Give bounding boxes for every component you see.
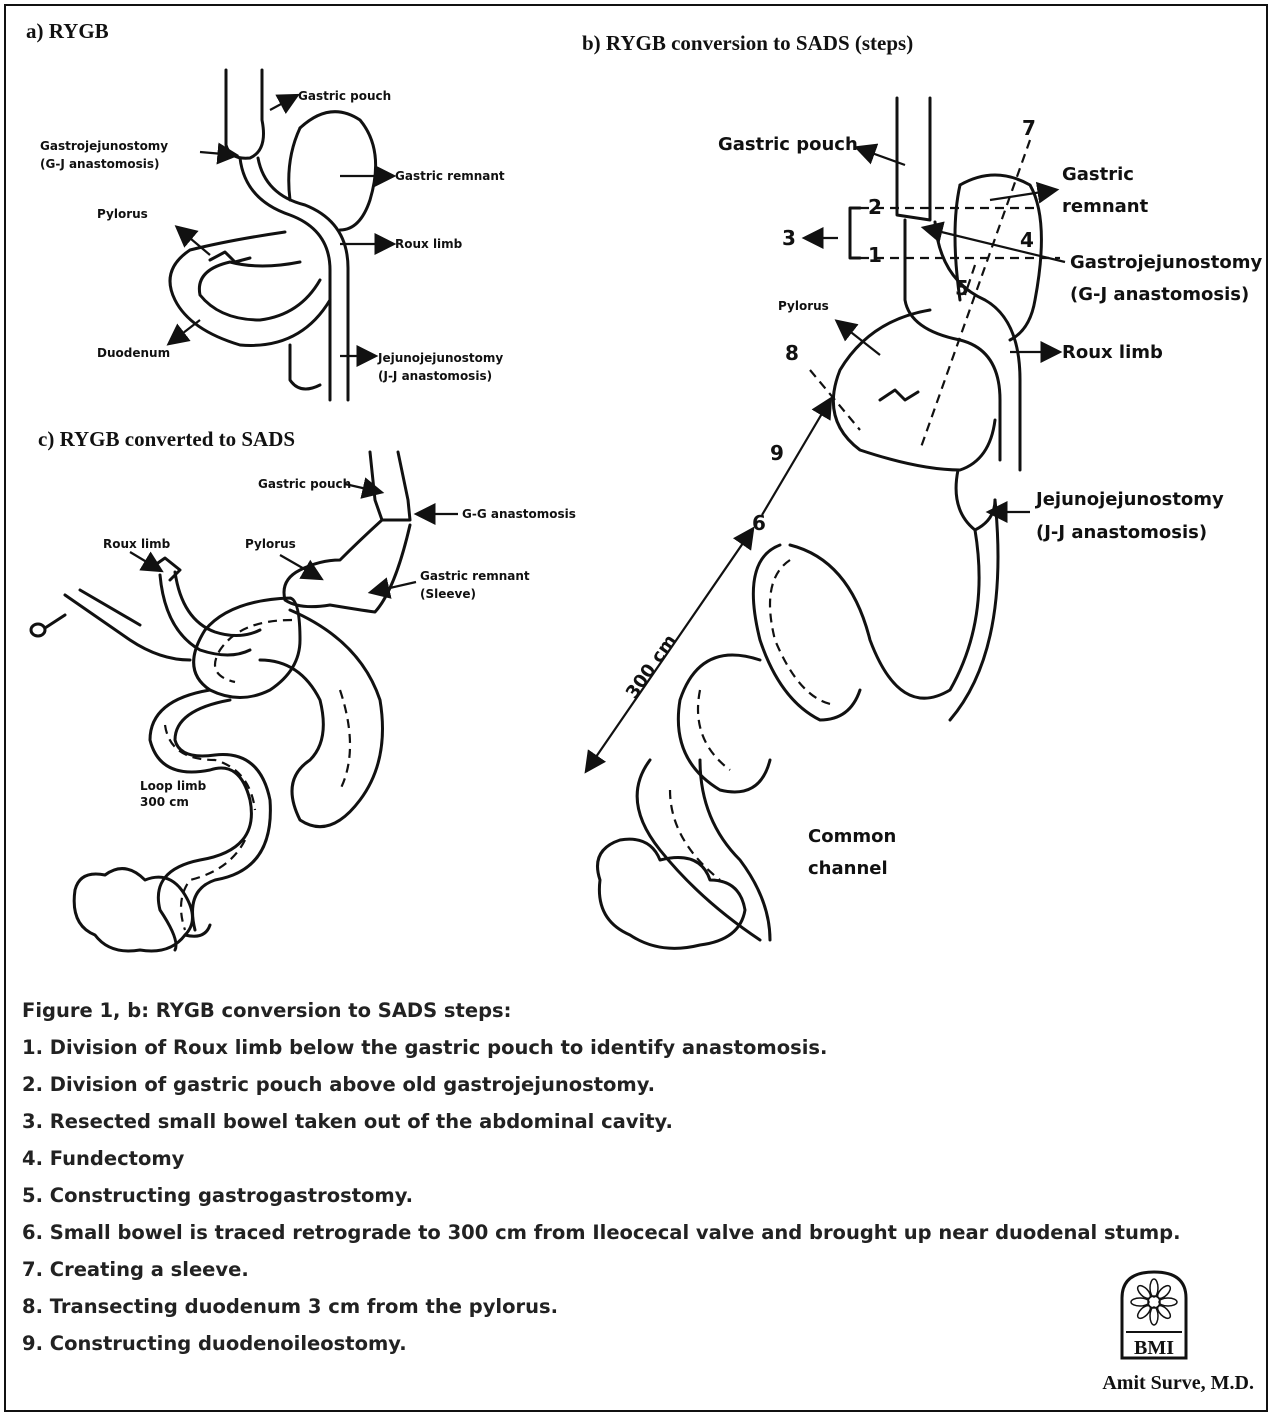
b-jj-anastomosis-label: (J-J anastomosis) (1036, 522, 1207, 543)
panel-b: b) RYGB conversion to SADS (steps) (582, 31, 1262, 948)
c-loop-length-label: 300 cm (140, 795, 189, 809)
b-channel-label: channel (808, 858, 888, 879)
b-remnant-label: remnant (1062, 196, 1149, 217)
c-gg-anastomosis-label: G-G anastomosis (462, 507, 576, 521)
step-item: 7. Creating a sleeve. (22, 1251, 1262, 1288)
a-gastrojejunostomy-label: Gastrojejunostomy (40, 139, 168, 153)
b-gj-anastomosis-label: (G-J anastomosis) (1070, 284, 1249, 305)
a-gastric-pouch-label: Gastric pouch (298, 89, 391, 103)
step-item: 8. Transecting duodenum 3 cm from the py… (22, 1288, 1262, 1325)
b-gastrojejunostomy-label: Gastrojejunostomy (1070, 252, 1262, 273)
panel-c-title: c) RYGB converted to SADS (38, 427, 295, 451)
c-roux-limb-label: Roux limb (103, 537, 171, 551)
step-item: 1. Division of Roux limb below the gastr… (22, 1029, 1262, 1066)
c-gastric-remnant-label: Gastric remnant (420, 569, 530, 583)
c-loop-limb-label: Loop limb (140, 779, 207, 793)
bmi-logo-text: BMI (1134, 1337, 1174, 1359)
b-gastric-pouch-label: Gastric pouch (718, 134, 858, 155)
b-step-4: 4 (1020, 228, 1034, 252)
steps-heading: Figure 1, b: RYGB conversion to SADS ste… (22, 992, 1262, 1029)
a-jejunojejunostomy-label: Jejunojejunostomy (377, 351, 503, 365)
a-gastric-remnant-label: Gastric remnant (395, 169, 505, 183)
b-common-label: Common (808, 826, 896, 847)
step-item: 9. Constructing duodenoileostomy. (22, 1325, 1262, 1362)
steps-caption: Figure 1, b: RYGB conversion to SADS ste… (22, 992, 1262, 1362)
b-roux-limb-label: Roux limb (1062, 342, 1163, 363)
bmi-logo: BMI (1118, 1268, 1190, 1360)
panel-c: c) RYGB converted to SADS Gastric pouch … (31, 427, 576, 951)
b-step-2: 2 (868, 195, 882, 219)
a-jj-anastomosis-label: (J-J anastomosis) (378, 369, 492, 383)
author-credit: Amit Surve, M.D. (1102, 1372, 1254, 1395)
b-jejunojejunostomy-label: Jejunojejunostomy (1034, 489, 1224, 510)
b-step-5: 5 (955, 276, 969, 300)
b-pylorus-label: Pylorus (778, 299, 829, 313)
step-item: 2. Division of gastric pouch above old g… (22, 1066, 1262, 1103)
surgical-diagram: a) RYGB Gastric pouch Gastrojejunostomy … (0, 0, 1274, 990)
step-item: 6. Small bowel is traced retrograde to 3… (22, 1214, 1262, 1251)
c-sleeve-label: (Sleeve) (420, 587, 476, 601)
b-step-7: 7 (1022, 116, 1036, 140)
a-duodenum-label: Duodenum (97, 346, 170, 360)
c-pylorus-label: Pylorus (245, 537, 296, 551)
b-length-label: 300 cm (622, 631, 681, 703)
b-step-9: 9 (770, 441, 784, 465)
a-roux-limb-label: Roux limb (395, 237, 463, 251)
panel-a-title: a) RYGB (26, 19, 109, 43)
step-item: 3. Resected small bowel taken out of the… (22, 1103, 1262, 1140)
panel-a: a) RYGB Gastric pouch Gastrojejunostomy … (26, 19, 505, 400)
b-step-1: 1 (868, 243, 882, 267)
step-item: 4. Fundectomy (22, 1140, 1262, 1177)
a-pylorus-label: Pylorus (97, 207, 148, 221)
panel-b-title: b) RYGB conversion to SADS (steps) (582, 31, 913, 55)
c-gastric-pouch-label: Gastric pouch (258, 477, 351, 491)
b-step-6: 6 (752, 511, 766, 535)
b-gastric-label: Gastric (1062, 164, 1134, 185)
a-gj-anastomosis-label: (G-J anastomosis) (40, 157, 159, 171)
b-step-8: 8 (785, 341, 799, 365)
step-item: 5. Constructing gastrogastrostomy. (22, 1177, 1262, 1214)
b-step-3: 3 (782, 226, 796, 250)
